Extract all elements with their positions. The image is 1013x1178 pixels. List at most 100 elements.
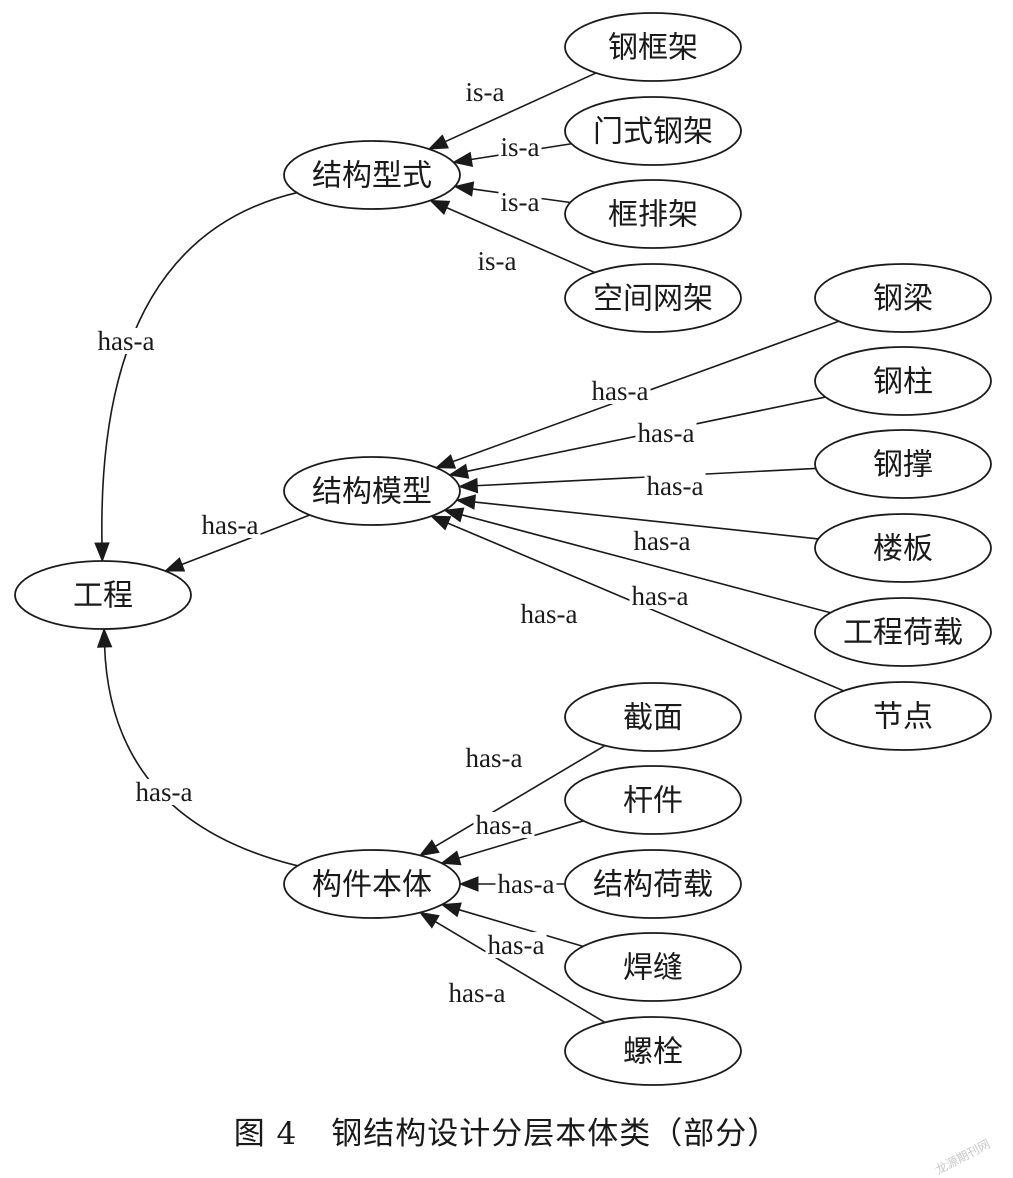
node-ellipse xyxy=(564,263,742,333)
edge-label-background xyxy=(446,980,508,1006)
arrowhead xyxy=(440,902,462,918)
edge-kongjianwangjia-to-jiegouxingshi xyxy=(428,199,596,274)
arrowhead xyxy=(443,507,465,523)
edge-label-is-a: is-a xyxy=(475,246,519,276)
node-label: 门式钢架 xyxy=(593,115,713,150)
node-ellipse xyxy=(564,849,742,919)
edge-label-is-a: is-a xyxy=(463,77,507,107)
arrowhead xyxy=(434,454,457,469)
node-ellipse xyxy=(564,179,742,249)
node-ellipse xyxy=(283,140,461,210)
node-label: 楼板 xyxy=(873,532,933,567)
node-ellipse xyxy=(283,849,461,919)
node-label: 框排架 xyxy=(608,198,698,233)
edge-label-is-a: is-a xyxy=(498,132,542,162)
node-hanfeng: 焊缝 xyxy=(564,932,742,1002)
node-luoshuan: 螺栓 xyxy=(564,1016,742,1086)
node-gangkuangjia: 钢框架 xyxy=(564,12,742,82)
edge-label-text: has-a xyxy=(632,581,689,611)
edge-label-has-a: has-a xyxy=(485,930,547,960)
node-label: 结构型式 xyxy=(312,159,432,194)
figure-caption: 图 4 钢结构设计分层本体类（部分） xyxy=(0,1108,1013,1153)
edge-label-text: has-a xyxy=(634,526,691,556)
ontology-diagram: is-a is-a is-a is-a has-a has-a has-a has-a has-… xyxy=(14,12,992,1086)
edge-label-text: has-a xyxy=(98,326,155,356)
arrowhead xyxy=(94,542,110,563)
node-menshigangjia: 门式钢架 xyxy=(564,96,742,166)
node-ellipse xyxy=(814,263,992,333)
node-jiemian: 截面 xyxy=(564,682,742,752)
node-ellipse xyxy=(814,597,992,667)
edge-line xyxy=(472,501,819,540)
arrowhead xyxy=(455,494,477,510)
node-label: 焊缝 xyxy=(623,951,683,986)
edge-line xyxy=(101,191,298,546)
node-louban: 楼板 xyxy=(814,513,992,583)
edge-label-text: has-a xyxy=(466,743,523,773)
node-label: 空间网架 xyxy=(593,282,713,317)
edge-label-has-a: has-a xyxy=(473,810,535,840)
edge-label-text: has-a xyxy=(488,930,545,960)
node-kongjianwangjia: 空间网架 xyxy=(564,263,742,333)
node-label: 工程荷载 xyxy=(843,616,963,651)
edge-label-background xyxy=(475,248,519,274)
arrowhead xyxy=(96,627,113,648)
edge-ganjian-to-goujianbenti xyxy=(440,820,584,866)
node-jiegoumoxing: 结构模型 xyxy=(283,456,461,526)
node-gongcheng: 工程 xyxy=(14,560,192,630)
edge-line xyxy=(179,514,311,566)
edge-jiegouxingshi-to-gongcheng xyxy=(94,191,298,563)
edge-label-has-a: has-a xyxy=(635,418,697,448)
edge-label-text: has-a xyxy=(592,376,649,406)
node-gangzhu: 钢柱 xyxy=(814,346,992,416)
edge-label-background xyxy=(463,745,525,771)
figure-number: 图 4 xyxy=(233,1116,298,1152)
edge-jiegoumoxing-to-gongcheng xyxy=(163,514,311,572)
arrowhead xyxy=(430,515,452,531)
edge-line xyxy=(444,206,596,274)
node-ellipse xyxy=(814,429,992,499)
arrowhead xyxy=(457,477,479,494)
figure-title: 钢结构设计分层本体类（部分） xyxy=(331,1116,780,1152)
node-kuangpaijia: 框排架 xyxy=(564,179,742,249)
edge-label-has-a: has-a xyxy=(589,376,651,406)
edge-goujianbenti-to-gongcheng xyxy=(96,627,298,867)
arrowhead xyxy=(163,557,186,572)
edge-label-background xyxy=(589,378,651,404)
edge-label-background xyxy=(498,189,542,215)
node-label: 钢柱 xyxy=(873,365,933,400)
arrowhead xyxy=(440,850,462,866)
node-label: 螺栓 xyxy=(623,1035,683,1070)
edge-label-background xyxy=(635,420,697,446)
node-label: 节点 xyxy=(873,700,933,735)
node-label: 工程 xyxy=(73,579,133,614)
arrowhead xyxy=(452,151,474,168)
edge-label-background xyxy=(631,528,693,554)
edge-label-text: is-a xyxy=(501,187,540,217)
arrowhead xyxy=(418,911,440,929)
node-ellipse xyxy=(564,1016,742,1086)
edge-label-has-a: has-a xyxy=(518,599,580,629)
arrowhead xyxy=(427,134,449,150)
edge-label-has-a: has-a xyxy=(644,471,706,501)
edge-label-background xyxy=(518,601,580,627)
edge-label-has-a: has-a xyxy=(463,743,525,773)
node-jiegouxingshi: 结构型式 xyxy=(283,140,461,210)
edge-gangcheng-to-jiegoumoxing xyxy=(457,467,816,494)
node-gongchenghezai: 工程荷载 xyxy=(814,597,992,667)
node-label: 钢梁 xyxy=(873,282,933,317)
edge-gangkuangjia-to-jiegouxingshi xyxy=(427,72,597,150)
node-jiegouhezai: 结构荷载 xyxy=(564,849,742,919)
edge-label-text: has-a xyxy=(202,510,259,540)
edge-label-text: has-a xyxy=(521,599,578,629)
node-ellipse xyxy=(14,560,192,630)
node-label: 结构荷载 xyxy=(593,868,713,903)
edge-labels-layer: is-a is-a is-a is-a has-a has-a has-a has-a has-… xyxy=(95,77,706,1008)
arrowhead xyxy=(428,199,451,215)
node-gangliang: 钢梁 xyxy=(814,263,992,333)
edge-label-background xyxy=(644,473,706,499)
node-ellipse xyxy=(814,681,992,751)
node-jiedian: 节点 xyxy=(814,681,992,751)
node-label: 钢撑 xyxy=(873,448,933,483)
edge-label-text: has-a xyxy=(449,978,506,1008)
